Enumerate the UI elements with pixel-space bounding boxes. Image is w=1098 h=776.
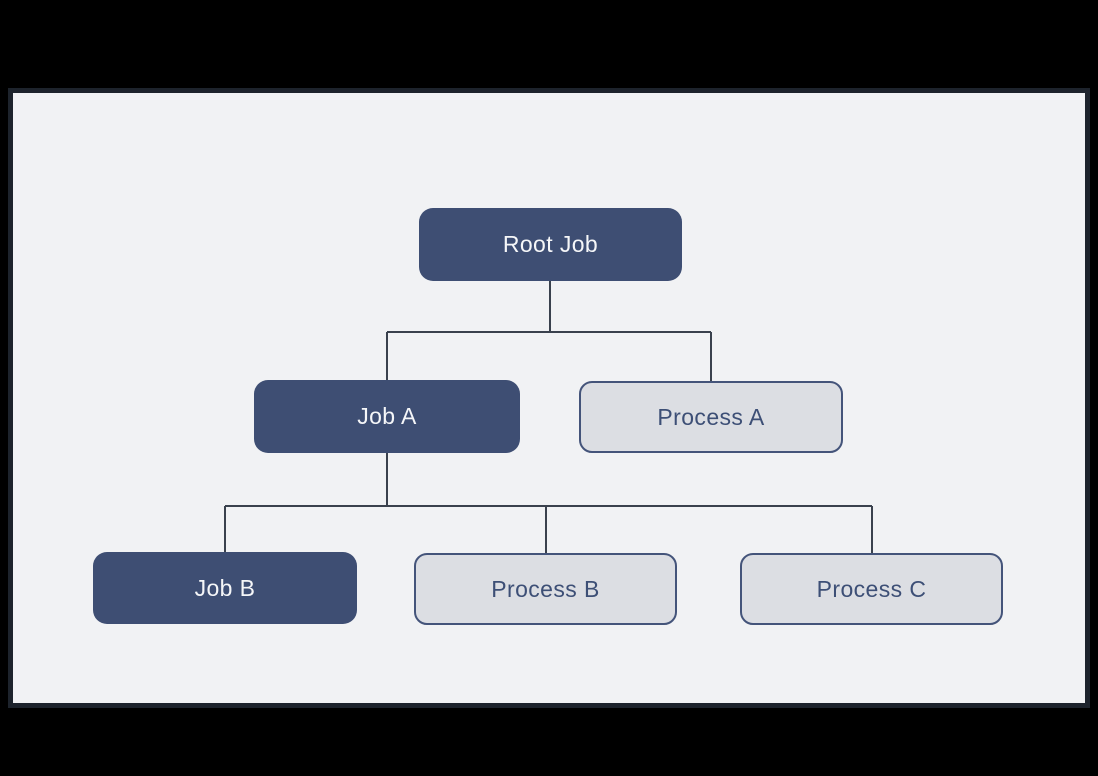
node-process-b: Process B [414, 553, 677, 625]
node-job-b: Job B [93, 552, 357, 624]
node-job-a: Job A [254, 380, 520, 453]
node-label: Process B [491, 575, 600, 602]
node-process-a: Process A [579, 381, 843, 453]
node-label: Root Job [502, 231, 599, 257]
node-label: Job A [357, 403, 417, 429]
node-label: Job B [194, 574, 256, 601]
node-root-job: Root Job [419, 208, 682, 281]
node-process-c: Process C [740, 553, 1003, 625]
node-label: Process C [816, 575, 927, 602]
node-label: Process A [657, 403, 765, 430]
